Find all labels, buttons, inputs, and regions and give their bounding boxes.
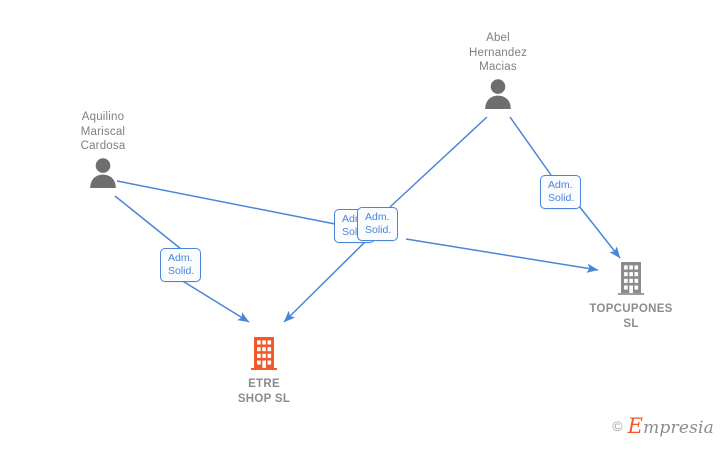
edge-aquilino-topcupones[interactable] xyxy=(116,180,599,273)
copyright-icon: © xyxy=(612,418,623,434)
brand-rest: mpresia xyxy=(643,418,714,438)
edge-abel-topcupones[interactable] xyxy=(509,116,621,259)
edge-label-abel-topcupones[interactable]: Adm. Solid. xyxy=(540,175,582,209)
person-icon xyxy=(38,154,168,188)
brand-wordmark: Empresia xyxy=(628,414,714,438)
edge-label-abel-etre[interactable]: Adm. Solid. xyxy=(357,207,399,241)
edge-aquilino-etre[interactable] xyxy=(114,195,250,323)
edge-label-aquilino-etre[interactable]: Adm. Solid. xyxy=(160,248,202,282)
node-label-aquilino: Aquilino Mariscal Cardosa xyxy=(80,111,126,152)
node-person-aquilino[interactable]: Aquilino Mariscal Cardosa xyxy=(38,110,168,188)
node-label-etre: ETRE SHOP SL xyxy=(237,378,291,405)
node-person-abel[interactable]: Abel Hernandez Macias xyxy=(433,31,563,109)
building-icon xyxy=(566,261,696,295)
brand-initial: E xyxy=(627,414,644,438)
node-label-topcupones: TOPCUPONES SL xyxy=(589,303,673,330)
person-icon xyxy=(433,75,563,109)
node-company-topcupones[interactable]: TOPCUPONES SL xyxy=(566,261,696,331)
node-label-abel: Abel Hernandez Macias xyxy=(468,32,528,73)
node-company-etre[interactable]: ETRE SHOP SL xyxy=(199,336,329,406)
empresia-watermark: © Empresia xyxy=(612,414,714,438)
edge-abel-etre[interactable] xyxy=(283,116,488,323)
building-icon xyxy=(199,336,329,370)
